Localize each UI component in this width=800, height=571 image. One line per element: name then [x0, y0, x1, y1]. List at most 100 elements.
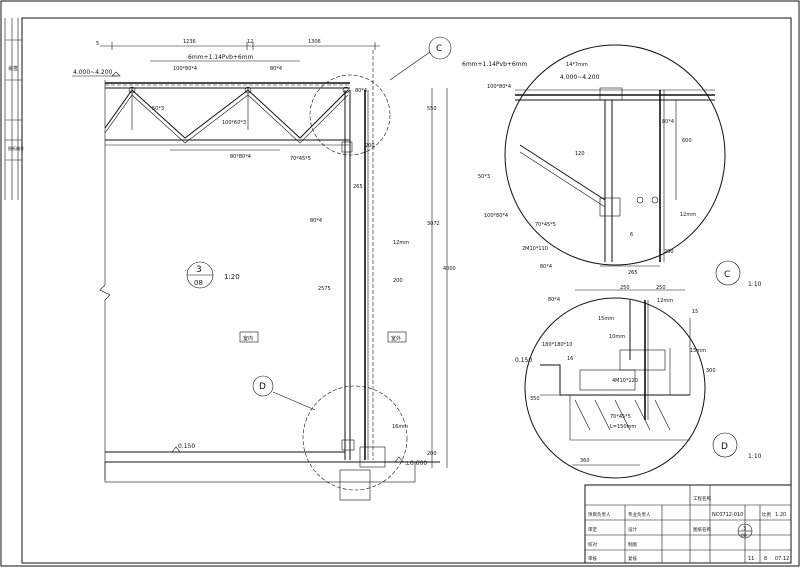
- tube-note-b: 80*4: [270, 66, 282, 72]
- inner-border: [21, 17, 792, 564]
- dim-vert-3: 4000: [443, 266, 456, 272]
- dc-tube-b: 80*4: [662, 119, 674, 125]
- strip-label-b: 图纸编号: [8, 145, 24, 151]
- dd-g10: 10mm: [609, 334, 625, 340]
- tb-detail-sheet: 08: [741, 533, 747, 539]
- tube-note-f: 70*45*5: [290, 156, 311, 162]
- detail-ref-num: 3: [196, 265, 202, 275]
- dc-marker-circle: [715, 260, 741, 286]
- dd-dim-360: 360: [580, 458, 590, 464]
- dc-scale: 1:10: [748, 281, 762, 288]
- level-top-label: 4.000~4.200: [73, 69, 113, 76]
- tb-r1c3: 图纸名称: [693, 526, 711, 533]
- dim-top-right: 1306: [308, 39, 321, 45]
- dc-bolt: 2M10*110: [522, 246, 548, 252]
- dd-scale: 1:10: [748, 453, 762, 460]
- tb-r1c0: 审定: [588, 526, 597, 533]
- dc-tube-e: 80*4: [540, 264, 552, 270]
- tb-r0c3: 工程名称: [693, 495, 711, 502]
- marker-c-text: C: [436, 44, 442, 54]
- dc-plate: 70*45*5: [535, 222, 556, 228]
- dd-marker-circle: [712, 432, 738, 458]
- left-strip: 会签 图纸编号: [4, 18, 24, 200]
- dc-dim-120: 120: [575, 151, 585, 157]
- tb-r0c1: 专业负责人: [628, 511, 651, 518]
- dd-dim-250: 250: [620, 285, 630, 291]
- dd-dim-250b: 250: [656, 285, 666, 291]
- tb-r2c0: 校对: [588, 541, 597, 548]
- dd-bolt: 4M10*120: [612, 378, 638, 384]
- dd-g15c: 15mm: [690, 348, 706, 354]
- label-200a: 200: [365, 143, 375, 149]
- dd-length: L=150mm: [610, 424, 636, 430]
- dd-g15b: 15: [692, 309, 698, 315]
- ground-hatch: [104, 461, 416, 501]
- tb-sheet-no: 11: [748, 556, 754, 562]
- dim-vert-5: 200: [427, 451, 437, 457]
- dd-dim-300: 300: [706, 368, 716, 374]
- tube-note-e: 80*80*4: [230, 154, 251, 160]
- dd-tube: 80*4: [548, 297, 560, 303]
- dim-top-mid: 12: [247, 39, 253, 45]
- detail-d-callout: [302, 385, 408, 491]
- detail-ref-sheet: 08: [194, 279, 203, 287]
- detail-c: 6mm+1.14Pvb+6mm 14*7mm 4.000~4.200 100*8…: [462, 44, 762, 288]
- dd-marker: D: [721, 442, 728, 452]
- marker-d-text: D: [259, 382, 266, 392]
- room-left-label: 室内: [243, 335, 253, 342]
- dd-glass: 12mm: [657, 298, 673, 304]
- room-right-label: 室外: [391, 335, 401, 342]
- elevation-scale: 1:20: [224, 273, 240, 281]
- dd-dim-350: 350: [530, 396, 540, 402]
- dim-vert-1: 550: [427, 106, 437, 112]
- dim-vert-6: 2575: [318, 286, 331, 292]
- dim-top-left: 1236: [183, 39, 196, 45]
- tube-note-g: 80*4: [310, 218, 322, 224]
- level-ground: ±0.000: [405, 460, 427, 467]
- dc-tube-c: 50*3: [478, 174, 490, 180]
- dc-glass-note: 6mm+1.14Pvb+6mm: [462, 61, 528, 68]
- tb-r1c1: 设计: [628, 526, 637, 533]
- tb-r2c1: 制图: [628, 541, 637, 548]
- detail-d: 250 250 12mm 80*4 15mm 15 10mm 15mm 180*…: [515, 285, 762, 479]
- tube-note-b2: 80*4: [355, 88, 367, 94]
- dc-dim-265: 265: [628, 270, 638, 276]
- tb-drawing-no: NC0712-010: [712, 512, 743, 518]
- tb-scale-label: 比例: [762, 511, 771, 518]
- dim-vert-4: 265: [353, 184, 363, 190]
- vertical-glass-wall: [341, 50, 386, 468]
- label-16mm: 16mm: [392, 424, 408, 430]
- dd-angle: 70*45*5: [610, 414, 631, 420]
- dd-g15a: 15mm: [598, 316, 614, 322]
- dd-level: 0.150: [515, 357, 532, 364]
- glass-12-label: 12mm: [393, 240, 409, 246]
- title-block: 项目负责人 专业负责人 工程名称 审定 设计 图纸名称 校对 制图 审核 复核 …: [584, 484, 792, 564]
- tube-note-c: 50*3: [152, 106, 164, 112]
- tb-detail-num: 3: [743, 526, 746, 532]
- dc-marker: C: [724, 270, 730, 280]
- dc-note-14: 14*7mm: [566, 62, 588, 68]
- concrete-hatch: [574, 399, 671, 431]
- dc-tube-d: 100*80*4: [484, 213, 508, 219]
- tb-total: 8: [764, 556, 767, 562]
- tb-r3c0: 审核: [588, 555, 597, 562]
- dc-glass-12: 12mm: [680, 212, 696, 218]
- roof-truss: [104, 86, 350, 146]
- tb-r0c0: 项目负责人: [588, 511, 611, 518]
- tb-r3c1: 复核: [628, 555, 637, 562]
- label-200b: 200: [393, 278, 403, 284]
- dc-dim-6: 6: [630, 232, 633, 238]
- tb-scale-value: 1:20: [775, 512, 786, 518]
- glass-note: 6mm+1.14Pvb+6mm: [188, 54, 254, 61]
- detail-c-circle: [504, 44, 726, 266]
- dc-tube-a: 100*80*4: [487, 84, 511, 90]
- dim-vert-2: 3072: [427, 221, 440, 227]
- dim-top-small: 5: [96, 41, 99, 47]
- marker-c-circle: [428, 36, 452, 60]
- dc-level: 4.000~4.200: [560, 74, 600, 81]
- detail-d-circle: [524, 297, 706, 479]
- main-elevation: 5 1236 12 1306 4.000~4.200 6mm+1.14Pvb+6…: [72, 36, 456, 501]
